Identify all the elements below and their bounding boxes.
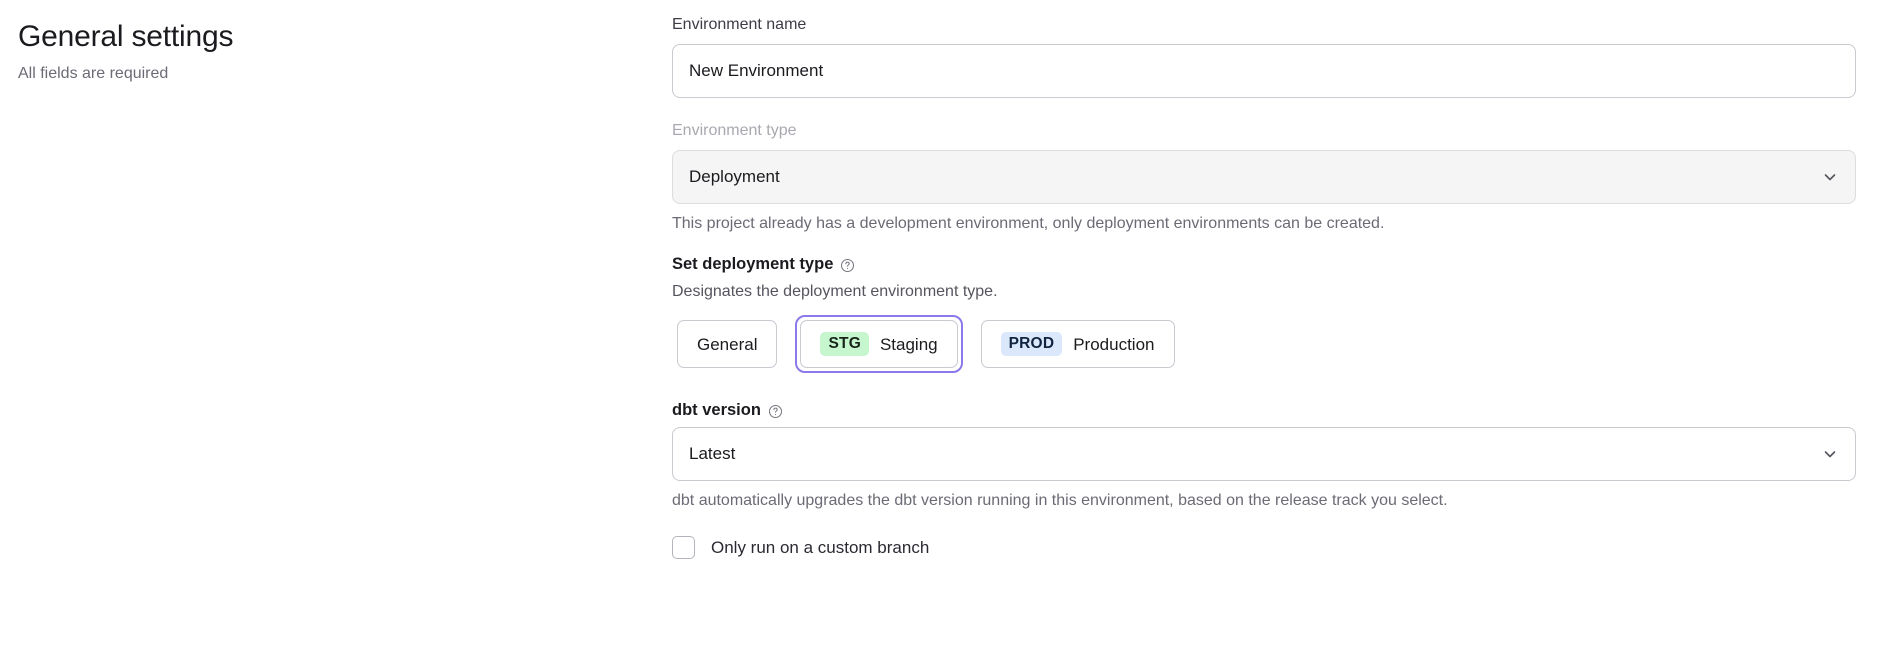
custom-branch-checkbox[interactable] bbox=[672, 536, 695, 559]
environment-type-select[interactable]: Deployment bbox=[672, 150, 1856, 204]
help-circle-icon[interactable] bbox=[840, 258, 855, 273]
deployment-option-production[interactable]: PROD Production bbox=[980, 320, 1175, 368]
deployment-option-general-wrap: General bbox=[672, 315, 782, 373]
custom-branch-row[interactable]: Only run on a custom branch bbox=[672, 536, 1856, 559]
settings-header: General settings All fields are required bbox=[18, 18, 638, 85]
deployment-type-label: Set deployment type bbox=[672, 255, 834, 273]
page-title: General settings bbox=[18, 20, 234, 53]
environment-name-input[interactable] bbox=[672, 44, 1856, 98]
deployment-option-general[interactable]: General bbox=[677, 320, 778, 368]
deployment-option-production-wrap: PROD Production bbox=[976, 315, 1180, 373]
production-badge: PROD bbox=[1000, 332, 1063, 356]
environment-type-value: Deployment bbox=[689, 167, 780, 186]
environment-type-field: Environment type Deployment This project… bbox=[672, 120, 1856, 235]
deployment-type-label-row: Set deployment type bbox=[672, 253, 1856, 275]
deployment-option-staging[interactable]: STG Staging bbox=[800, 320, 958, 368]
deployment-option-staging-label: Staging bbox=[879, 334, 938, 354]
dbt-version-hint: dbt automatically upgrades the dbt versi… bbox=[672, 492, 1448, 509]
dbt-version-label-row: dbt version bbox=[672, 399, 1856, 421]
environment-name-field: Environment name bbox=[672, 14, 1856, 98]
deployment-option-production-label: Production bbox=[1073, 334, 1155, 354]
dbt-version-select[interactable]: Latest bbox=[672, 427, 1856, 481]
chevron-down-icon bbox=[1821, 445, 1839, 463]
custom-branch-label: Only run on a custom branch bbox=[711, 537, 930, 557]
deployment-type-description: Designates the deployment environment ty… bbox=[672, 283, 998, 300]
help-circle-icon[interactable] bbox=[768, 404, 783, 419]
dbt-version-value: Latest bbox=[689, 444, 736, 463]
environment-name-label: Environment name bbox=[672, 16, 807, 33]
deployment-option-general-label: General bbox=[697, 334, 758, 354]
deployment-type-field: Set deployment type Designates the deplo… bbox=[672, 253, 1856, 373]
page-subtitle: All fields are required bbox=[18, 65, 169, 82]
dbt-version-field: dbt version Latest dbt automatically upg… bbox=[672, 399, 1856, 512]
dbt-version-label: dbt version bbox=[672, 401, 761, 419]
chevron-down-icon bbox=[1821, 168, 1839, 186]
environment-type-label: Environment type bbox=[672, 122, 797, 139]
environment-type-hint: This project already has a development e… bbox=[672, 215, 1385, 232]
deployment-option-staging-wrap: STG Staging bbox=[795, 315, 963, 373]
deployment-type-options: General STG Staging PROD Production bbox=[672, 315, 1856, 373]
staging-badge: STG bbox=[820, 332, 869, 356]
general-settings-form: Environment name Environment type Deploy… bbox=[672, 14, 1856, 559]
